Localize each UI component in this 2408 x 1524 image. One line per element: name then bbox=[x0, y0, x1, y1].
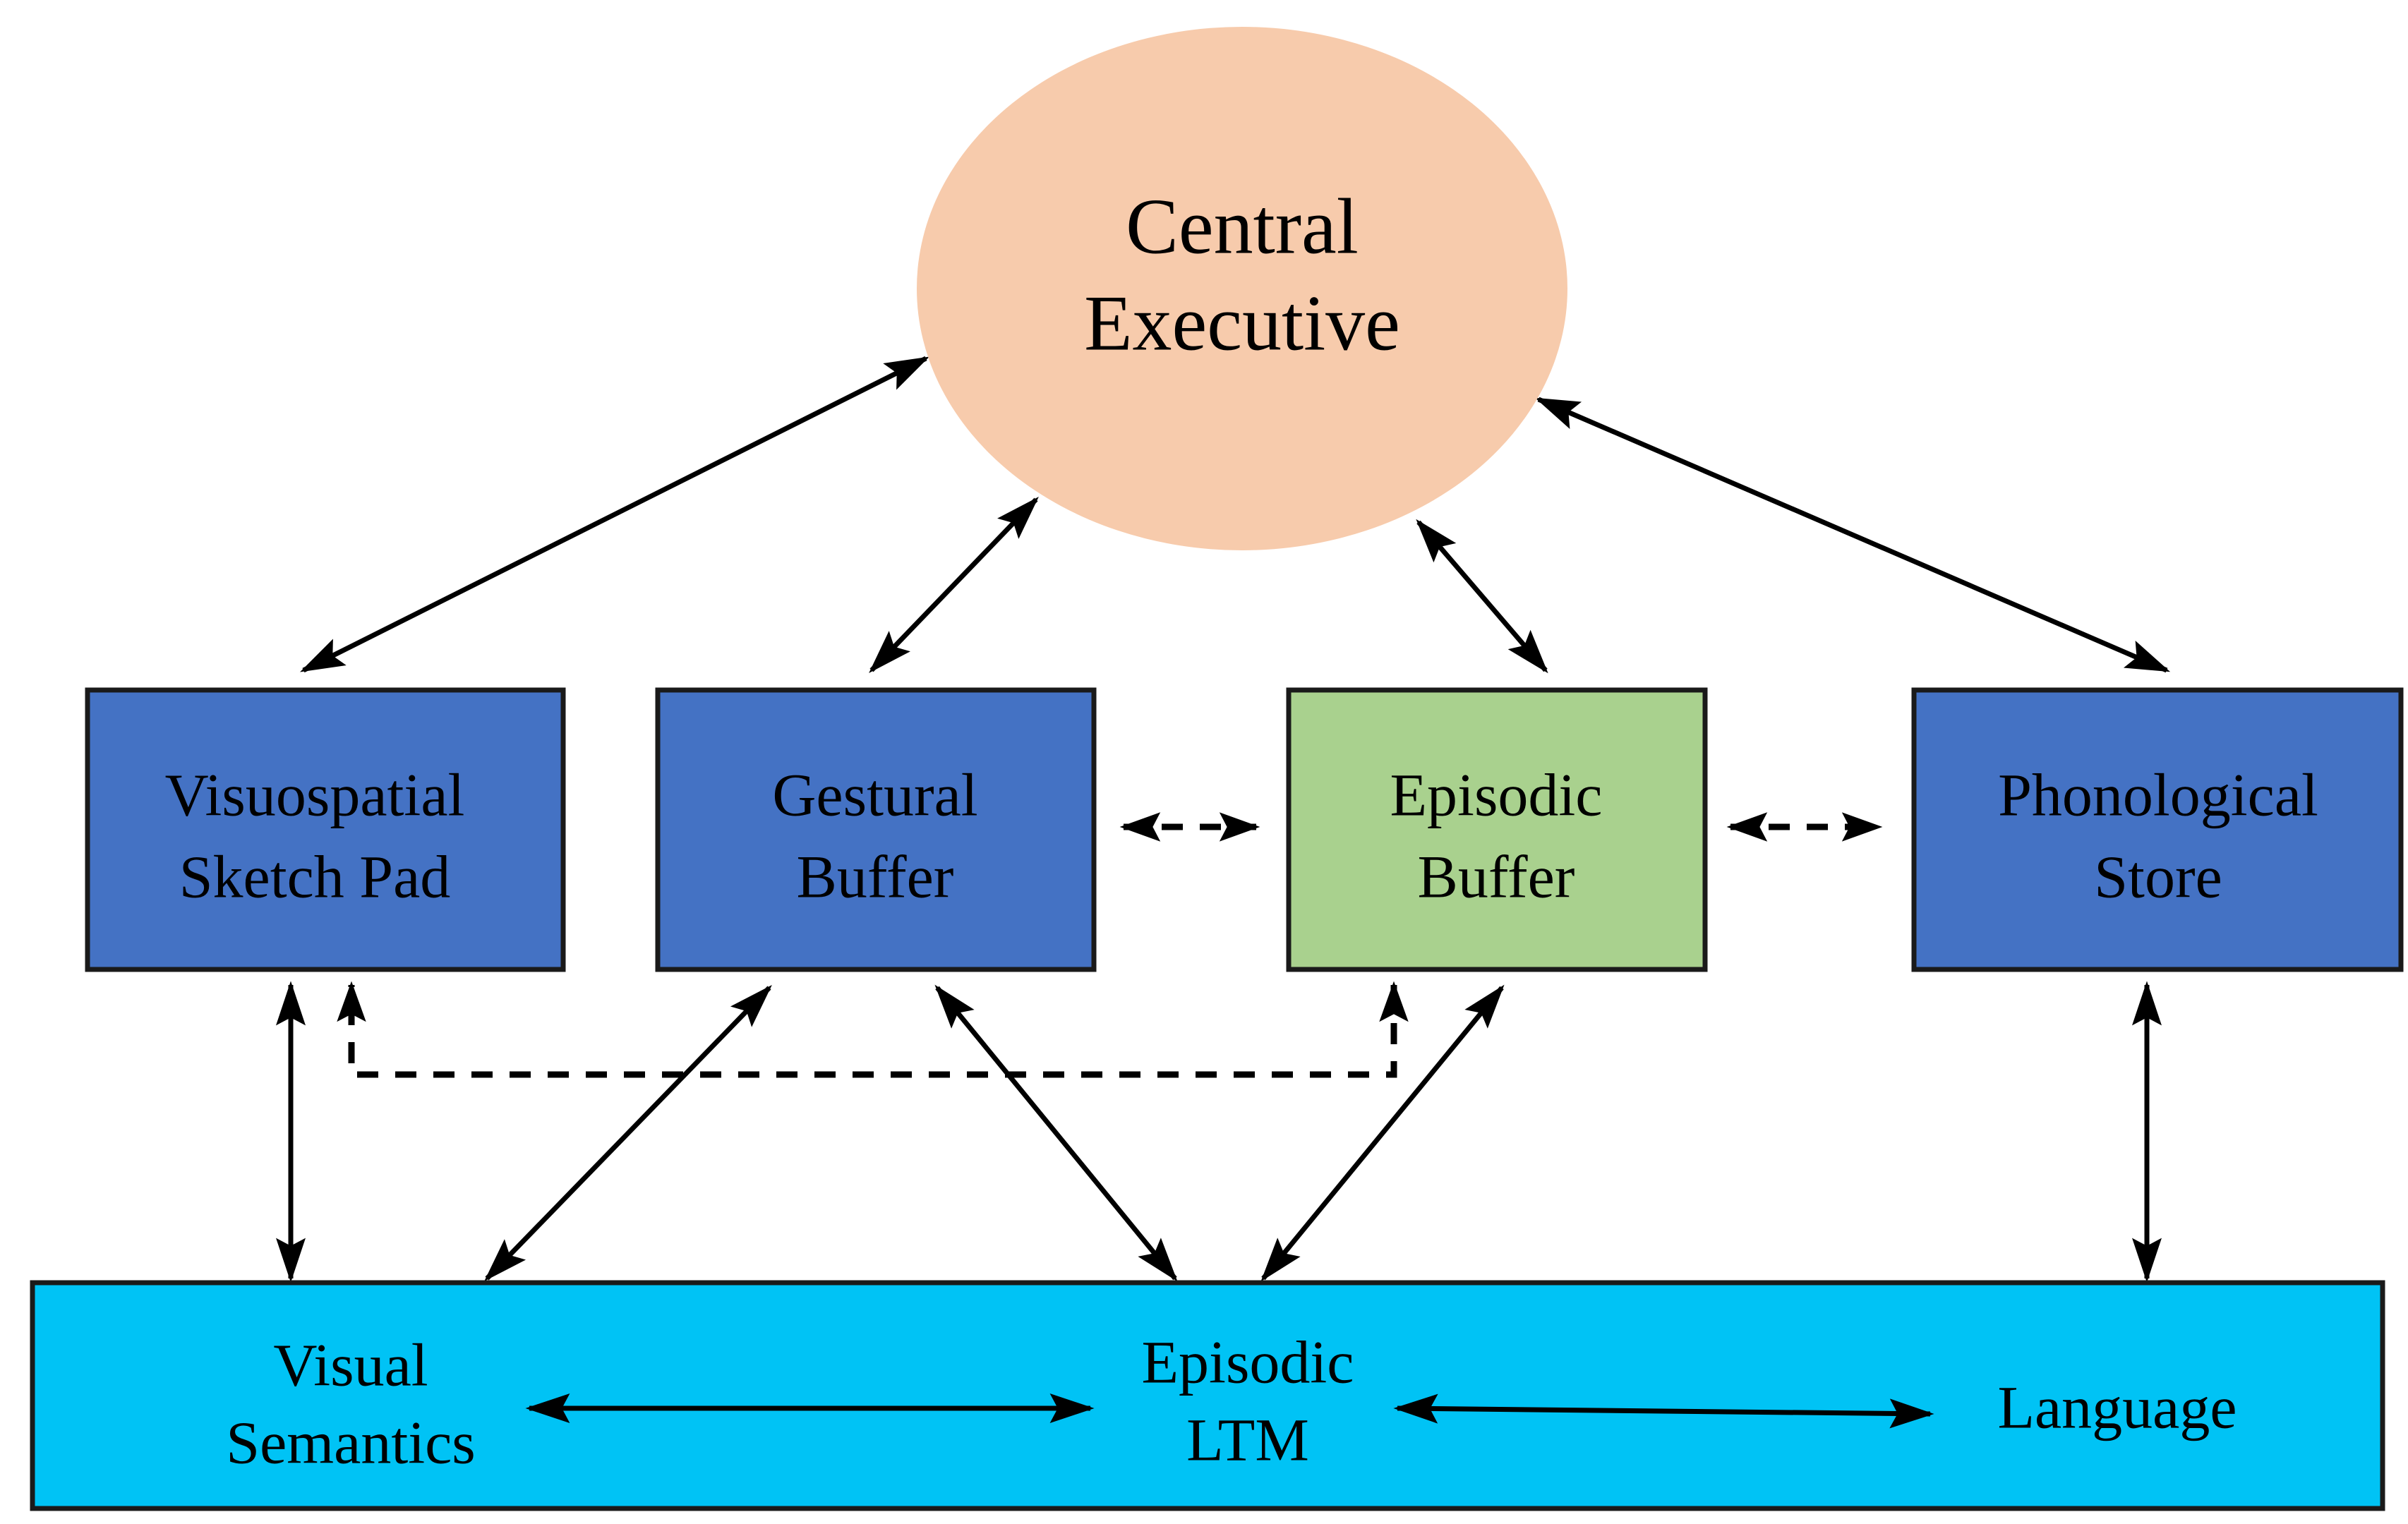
gestural-buffer-box[interactable] bbox=[655, 687, 1097, 972]
central-executive-ellipse[interactable] bbox=[917, 27, 1567, 550]
episodic-buffer-box[interactable] bbox=[1286, 687, 1708, 972]
edge-episodic-ltm-gestural bbox=[934, 984, 1178, 1282]
edge-ce-gestural bbox=[869, 496, 1039, 674]
episodic-buffer-label-line1: Episodic bbox=[1390, 761, 1603, 829]
visual-semantics-label-line2: Semantics bbox=[226, 1409, 476, 1477]
phonological-store-label-line2: Store bbox=[2094, 843, 2222, 911]
episodic-buffer-label-line2: Buffer bbox=[1418, 843, 1575, 911]
edge-ce-visuospatial bbox=[299, 356, 930, 673]
edge-episodic-ltm-left bbox=[1260, 984, 1505, 1282]
visuospatial-sketch-pad-label-line1: Visuospatial bbox=[165, 761, 465, 829]
edge-ce-phonological bbox=[1534, 397, 2171, 673]
gestural-buffer-label-line1: Gestural bbox=[772, 761, 977, 829]
edge-gestural-ltm bbox=[484, 984, 772, 1282]
visuospatial-sketch-pad-box[interactable] bbox=[85, 687, 566, 972]
edge-ce-episodic bbox=[1416, 519, 1548, 674]
edge-episodic-visuospatial-dashed bbox=[337, 981, 1409, 1078]
episodic-ltm-label-line1: Episodic bbox=[1142, 1329, 1354, 1396]
central-executive-label-line1: Central bbox=[1126, 183, 1359, 271]
visuospatial-sketch-pad-label-line2: Sketch Pad bbox=[179, 843, 451, 911]
gestural-buffer-label-line2: Buffer bbox=[797, 843, 954, 911]
phonological-store-box[interactable] bbox=[1911, 687, 2404, 972]
ltm-bar[interactable] bbox=[30, 1280, 2385, 1511]
phonological-store-label-line1: Phonological bbox=[1998, 761, 2318, 829]
visual-semantics-label-line1: Visual bbox=[273, 1331, 428, 1399]
edge-episodic-ltm-language bbox=[1393, 1393, 1934, 1429]
episodic-ltm-label-line2: LTM bbox=[1186, 1406, 1309, 1474]
central-executive-label-line2: Executive bbox=[1084, 280, 1400, 368]
language-label: Language bbox=[1997, 1374, 2237, 1441]
